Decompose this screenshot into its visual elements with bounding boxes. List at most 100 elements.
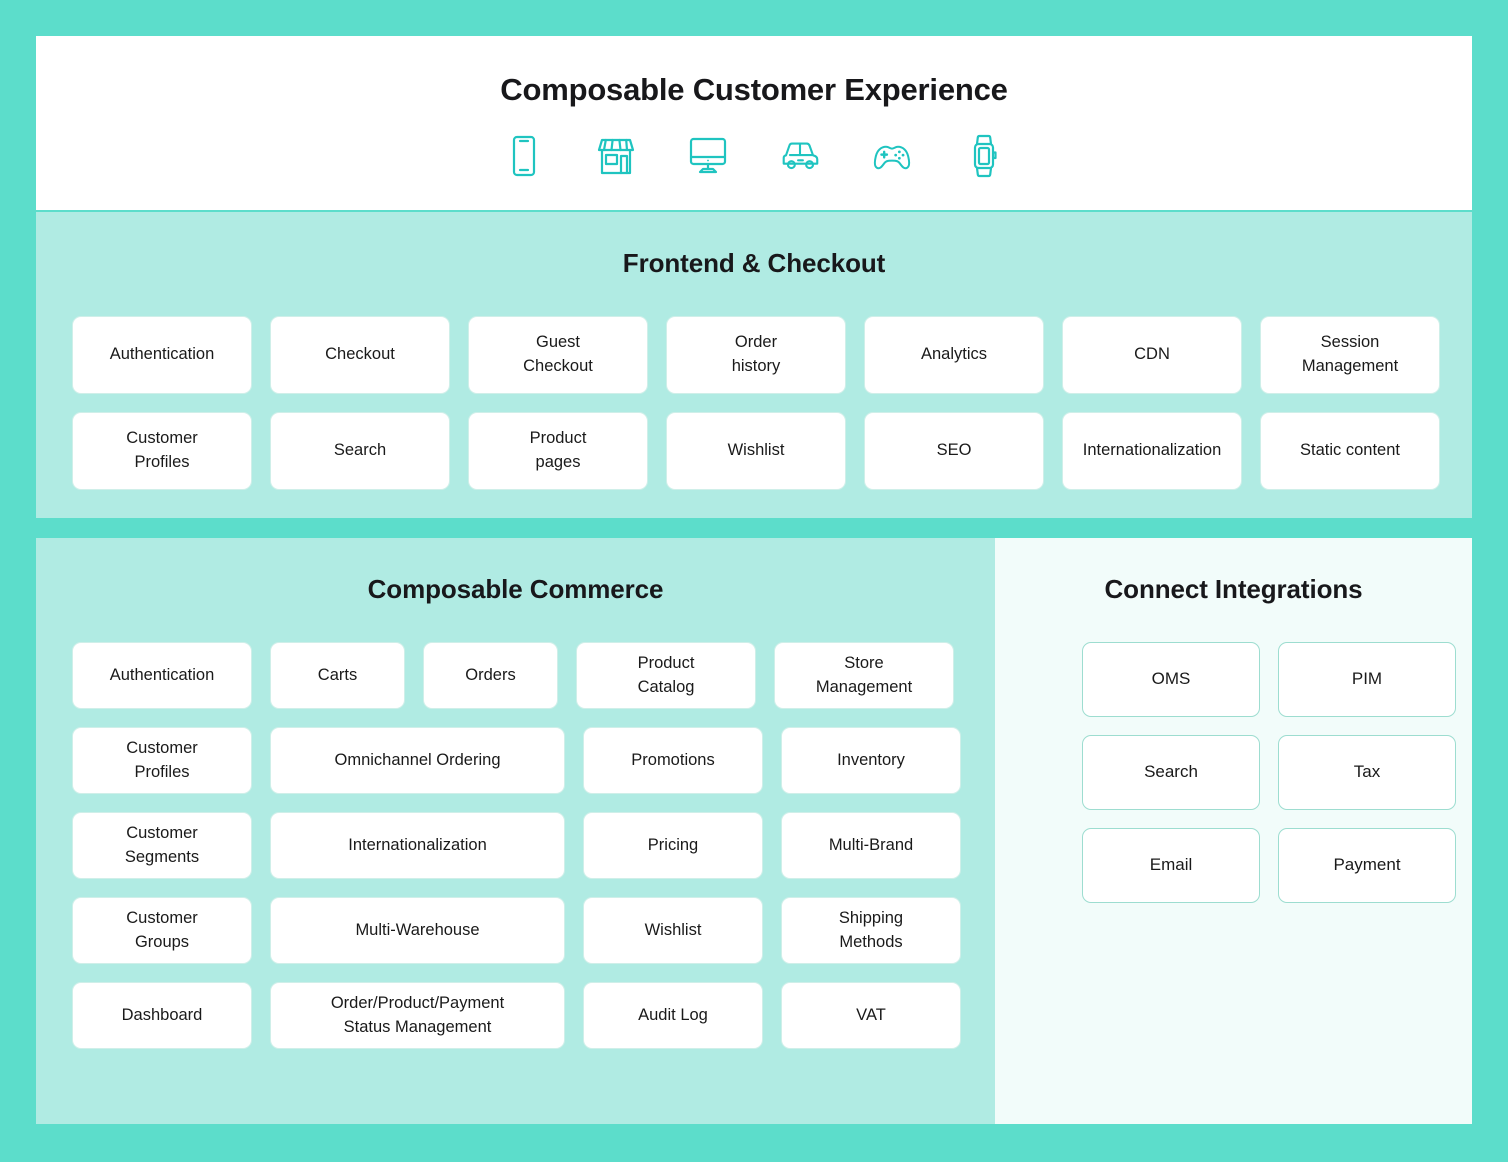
frontend-card[interactable]: Internationalization (1062, 412, 1242, 490)
commerce-card[interactable]: Store Management (774, 642, 954, 709)
page-title: Composable Customer Experience (500, 72, 1008, 107)
frontend-card[interactable]: Authentication (72, 316, 252, 394)
commerce-row: Authentication Carts Orders Product Catalog… (72, 642, 961, 709)
frontend-row: Customer Profiles Search Product pages Wish… (72, 412, 1440, 490)
frontend-card[interactable]: Analytics (864, 316, 1044, 394)
frontend-card-label: Session Management (1301, 333, 1399, 375)
commerce-card[interactable]: Order/Product/Payment Status Management (270, 982, 565, 1049)
commerce-card-label: Inventory (837, 750, 905, 769)
commerce-card-label: Product Catalog (637, 653, 695, 696)
commerce-card[interactable]: Orders (423, 642, 558, 709)
frontend-card-label: Analytics (920, 345, 988, 364)
frontend-card[interactable]: Wishlist (666, 412, 846, 490)
integration-card[interactable]: OMS (1082, 642, 1260, 717)
frontend-card-label: Internationalization (1082, 441, 1222, 460)
commerce-card-label: Dashboard (121, 1005, 203, 1024)
commerce-card-label: VAT (856, 1005, 886, 1024)
commerce-card-label: Internationalization (348, 835, 487, 854)
commerce-card[interactable]: Inventory (781, 727, 961, 794)
commerce-card[interactable]: Dashboard (72, 982, 252, 1049)
commerce-card[interactable]: Product Catalog (576, 642, 756, 709)
commerce-card-label: Authentication (109, 665, 215, 684)
commerce-card[interactable]: Audit Log (583, 982, 763, 1049)
commerce-card-label: Store Management (815, 653, 913, 696)
integration-card-label: Payment (1333, 855, 1401, 875)
commerce-card[interactable]: Wishlist (583, 897, 763, 964)
integration-card[interactable]: Payment (1278, 828, 1456, 903)
commerce-card[interactable]: Multi-Brand (781, 812, 961, 879)
commerce-card[interactable]: Authentication (72, 642, 252, 709)
header-panel: Composable Customer Experience (36, 36, 1472, 210)
frontend-card-label: Checkout (325, 345, 395, 364)
frontend-card-label: Search (333, 441, 387, 460)
frontend-card-label: Authentication (109, 345, 215, 364)
integration-card-label: OMS (1151, 669, 1191, 689)
frontend-row: Authentication Checkout Guest Checkout Orde… (72, 316, 1440, 394)
commerce-card[interactable]: Omnichannel Ordering (270, 727, 565, 794)
frontend-card[interactable]: Static content (1260, 412, 1440, 490)
commerce-section-heading: Composable Commerce (367, 574, 664, 604)
storefront-icon (593, 133, 639, 179)
frontend-card-label: CDN (1134, 345, 1170, 364)
section-divider (36, 521, 1472, 535)
integration-card[interactable]: Search (1082, 735, 1260, 810)
frontend-checkout-panel: Frontend & Checkout Authentication Checko… (36, 212, 1472, 518)
integration-card-label: Search (1144, 762, 1198, 782)
commerce-card[interactable]: Pricing (583, 812, 763, 879)
integration-row: OMS PIM (1082, 642, 1456, 717)
commerce-card-label: Omnichannel Ordering (334, 750, 501, 769)
commerce-card-label: Pricing (647, 835, 699, 854)
car-icon (777, 133, 823, 179)
commerce-card[interactable]: Carts (270, 642, 405, 709)
commerce-card[interactable]: Shipping Methods (781, 897, 961, 964)
frontend-card-label: Product pages (529, 429, 587, 471)
commerce-row: Dashboard Order/Product/Payment Status Ma… (72, 982, 961, 1049)
commerce-card-label: Multi-Brand (828, 835, 914, 854)
integration-card-label: Tax (1353, 762, 1381, 782)
integration-row: Search Tax (1082, 735, 1456, 810)
commerce-card-label: Shipping Methods (838, 908, 904, 951)
commerce-card-label: Customer Groups (126, 908, 198, 951)
frontend-card[interactable]: Order history (666, 316, 846, 394)
frontend-card-label: SEO (936, 441, 972, 460)
frontend-card[interactable]: CDN (1062, 316, 1242, 394)
integration-card[interactable]: Email (1082, 828, 1260, 903)
frontend-card-label: Wishlist (727, 441, 785, 460)
integration-row: Email Payment (1082, 828, 1456, 903)
frontend-card-label: Order history (731, 333, 781, 375)
commerce-card[interactable]: VAT (781, 982, 961, 1049)
integration-card[interactable]: PIM (1278, 642, 1456, 717)
frontend-card-label: Guest Checkout (523, 333, 593, 375)
smartwatch-icon (961, 133, 1007, 179)
frontend-card[interactable]: Guest Checkout (468, 316, 648, 394)
commerce-card-label: Multi-Warehouse (355, 920, 480, 939)
commerce-row: Customer Profiles Omnichannel Ordering Pro… (72, 727, 961, 794)
integrations-section-heading: Connect Integrations (1104, 574, 1363, 604)
frontend-section-heading: Frontend & Checkout (622, 248, 886, 278)
commerce-card[interactable]: Customer Groups (72, 897, 252, 964)
frontend-card[interactable]: Session Management (1260, 316, 1440, 394)
frontend-card[interactable]: Product pages (468, 412, 648, 490)
commerce-row: Customer Segments Internationalization Pri… (72, 812, 961, 879)
commerce-card[interactable]: Customer Segments (72, 812, 252, 879)
frontend-card[interactable]: SEO (864, 412, 1044, 490)
commerce-card[interactable]: Multi-Warehouse (270, 897, 565, 964)
commerce-card[interactable]: Internationalization (270, 812, 565, 879)
integration-card-label: Email (1149, 855, 1193, 875)
frontend-card[interactable]: Search (270, 412, 450, 490)
frontend-card[interactable]: Customer Profiles (72, 412, 252, 490)
frontend-card[interactable]: Checkout (270, 316, 450, 394)
commerce-card[interactable]: Customer Profiles (72, 727, 252, 794)
commerce-card-label: Customer Profiles (126, 738, 198, 781)
integration-card-label: PIM (1351, 669, 1383, 689)
commerce-card[interactable]: Promotions (583, 727, 763, 794)
commerce-card-grid: Authentication Carts Orders Product Catalog… (72, 642, 961, 1049)
channel-icon-row (36, 133, 1472, 179)
integration-card[interactable]: Tax (1278, 735, 1456, 810)
mobile-phone-icon (501, 133, 547, 179)
frontend-card-label: Customer Profiles (126, 429, 198, 471)
